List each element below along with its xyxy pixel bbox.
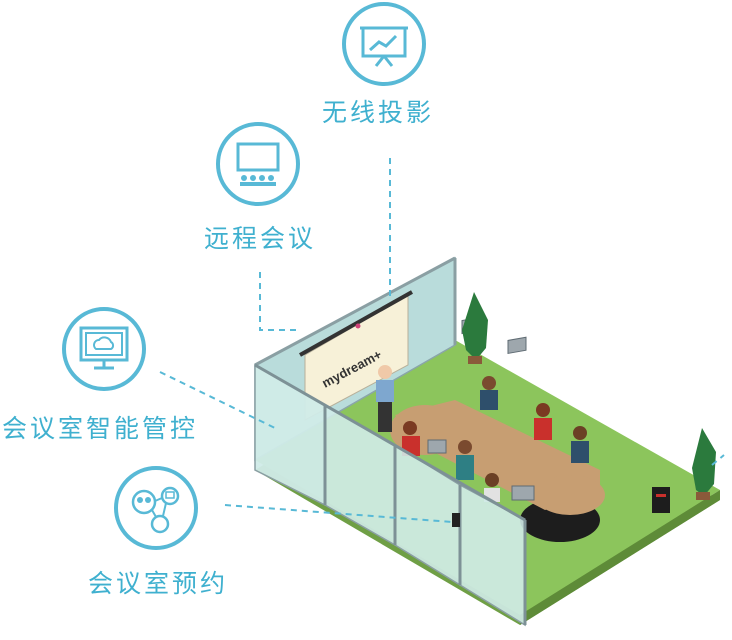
room-booking-label: 会议室预约 xyxy=(88,569,229,598)
wireless-projection-node[interactable] xyxy=(342,2,426,86)
wireless-projection-label: 无线投影 xyxy=(322,98,435,127)
smart-speaker xyxy=(652,487,670,513)
video-conference-label: 远程会议 xyxy=(204,224,317,253)
video-conference-icon xyxy=(236,142,280,186)
smart-control-label: 会议室智能管控 xyxy=(2,414,199,443)
smart-monitor-icon xyxy=(79,326,129,370)
plants xyxy=(462,292,716,500)
booking-network-icon xyxy=(131,486,180,534)
video-conference-node[interactable] xyxy=(216,122,300,206)
smart-control-node[interactable] xyxy=(62,307,146,391)
booking-door-panel xyxy=(452,513,460,527)
room-booking-node[interactable] xyxy=(114,466,198,550)
floor-edge xyxy=(520,490,720,625)
callout-lines xyxy=(159,158,725,523)
projector-board-icon xyxy=(360,26,408,67)
